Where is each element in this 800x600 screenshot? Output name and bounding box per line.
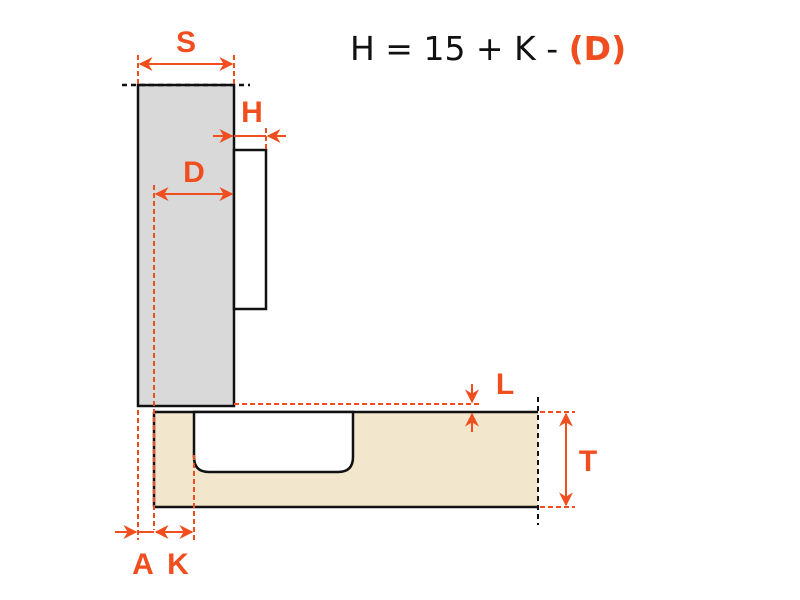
label-h: H xyxy=(241,96,263,129)
label-l: L xyxy=(496,368,514,401)
door-panel xyxy=(136,83,236,408)
label-a: A xyxy=(132,548,154,581)
label-k: K xyxy=(167,548,189,581)
label-s: S xyxy=(176,26,196,59)
formula: H = 15 + K - (D) xyxy=(350,29,626,68)
label-t: T xyxy=(579,445,597,478)
hinge-cup-bore xyxy=(192,410,355,474)
hinge-arm xyxy=(232,148,268,311)
label-d: D xyxy=(183,156,205,189)
